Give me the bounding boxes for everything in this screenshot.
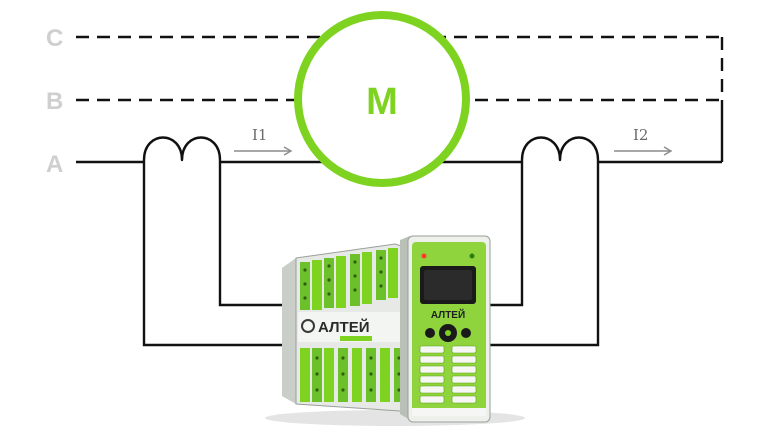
current-i1: I1 (234, 126, 293, 156)
device-front-panel: АЛТЕЙ (400, 235, 491, 423)
brand-logo-icon (301, 319, 315, 333)
current-label-i2: I2 (633, 126, 648, 144)
terminal-screws (303, 256, 401, 392)
nav-left-button (425, 328, 435, 338)
device-brand-strip: АЛТЕЙ (298, 312, 402, 342)
ct2-outer-wire (440, 162, 600, 347)
terminal-blocks-bottom (300, 348, 404, 402)
motor: M (294, 11, 470, 187)
arrow-right-icon (663, 146, 673, 156)
panel-footer (412, 408, 486, 416)
phase-label-a: A (46, 151, 63, 178)
arrow-right-icon (283, 146, 293, 156)
phase-label-c: C (46, 25, 63, 52)
ct1-inner-wire (218, 162, 290, 307)
motor-label: M (366, 81, 398, 123)
motor-circle (294, 11, 470, 187)
relay-device: АЛТЕЙ (265, 235, 525, 426)
terminal-blocks-top (300, 248, 398, 310)
nav-right-button (461, 328, 471, 338)
current-label-i1: I1 (252, 126, 267, 144)
ct-secondary-wires (142, 162, 600, 347)
function-keys (419, 345, 477, 404)
panel-brand: АЛТЕЙ (431, 308, 465, 321)
current-i2: I2 (614, 126, 673, 156)
led-indicator (421, 253, 427, 259)
navigation-keypad (425, 324, 471, 342)
led-indicator (469, 253, 475, 259)
device-brand: АЛТЕЙ (318, 318, 370, 336)
device-chassis-side (282, 258, 296, 404)
phase-label-b: B (46, 88, 63, 115)
ct1-outer-wire (142, 162, 290, 347)
